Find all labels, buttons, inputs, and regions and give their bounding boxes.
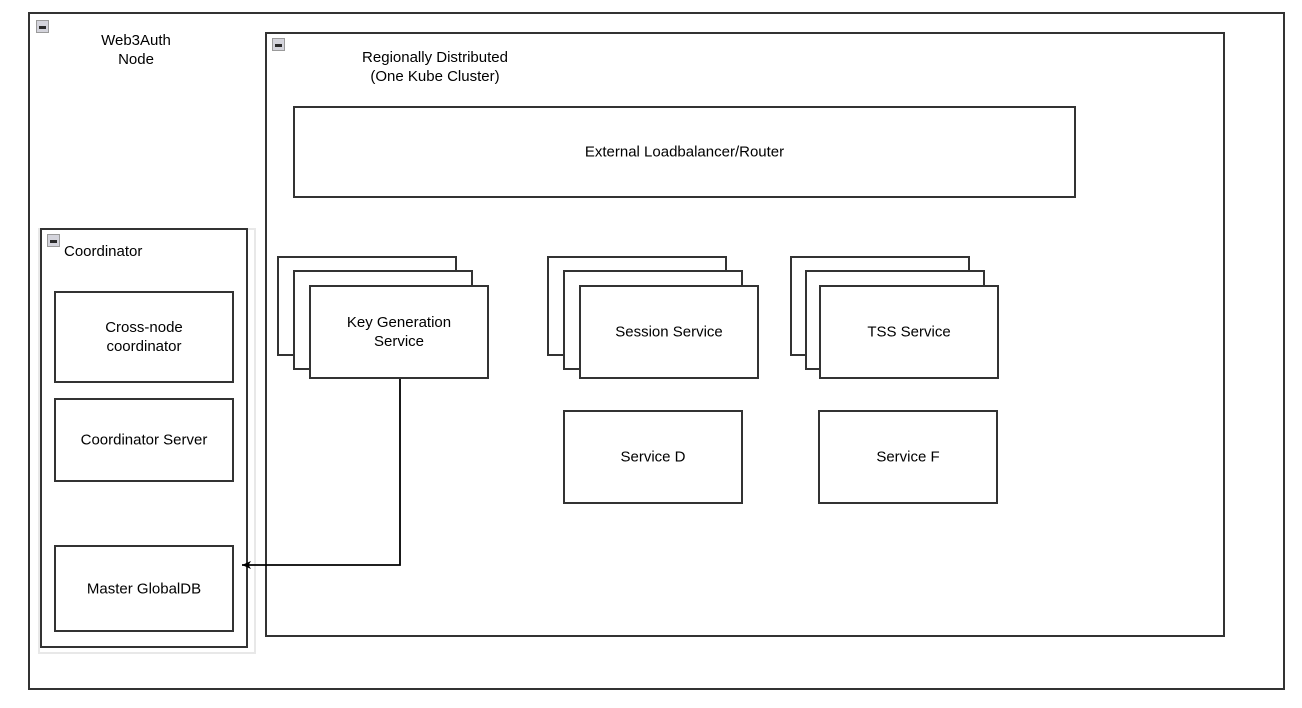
collapse-minus-icon-cluster[interactable] <box>272 38 285 51</box>
service-d[interactable]: Service D <box>563 410 743 504</box>
collapse-minus-icon-web3auth-node[interactable] <box>36 20 49 33</box>
external-loadbalancer-router[interactable]: External Loadbalancer/Router <box>293 106 1076 198</box>
coordinator-server-label: Coordinator Server <box>80 431 208 449</box>
coordinator-label: Coordinator <box>64 243 143 260</box>
collapse-minus-icon-coordinator[interactable] <box>47 234 60 247</box>
service-f[interactable]: Service F <box>818 410 998 504</box>
cross-node-coordinator-label: Cross-node coordinator <box>105 319 183 355</box>
service-f-label: Service F <box>876 448 940 466</box>
master-globaldb-label: Master GlobalDB <box>86 580 202 597</box>
web3auth-node-label: Web3Auth Node <box>101 32 171 68</box>
service-d-label: Service D <box>620 448 686 466</box>
tss-service[interactable]: TSS Service <box>819 285 999 379</box>
key-generation-service[interactable]: Key Generation Service <box>309 285 489 379</box>
master-globaldb[interactable]: Master GlobalDB <box>54 545 234 632</box>
cross-node-coordinator[interactable]: Cross-node coordinator <box>54 291 234 383</box>
session-service-label: Session Service <box>615 323 723 341</box>
external-loadbalancer-router-label: External Loadbalancer/Router <box>584 143 785 161</box>
key-generation-service-label: Key Generation Service <box>346 314 452 350</box>
tss-service-label: TSS Service <box>867 323 951 341</box>
cluster-label: Regionally Distributed (One Kube Cluster… <box>362 49 508 85</box>
coordinator-server[interactable]: Coordinator Server <box>54 398 234 482</box>
session-service[interactable]: Session Service <box>579 285 759 379</box>
